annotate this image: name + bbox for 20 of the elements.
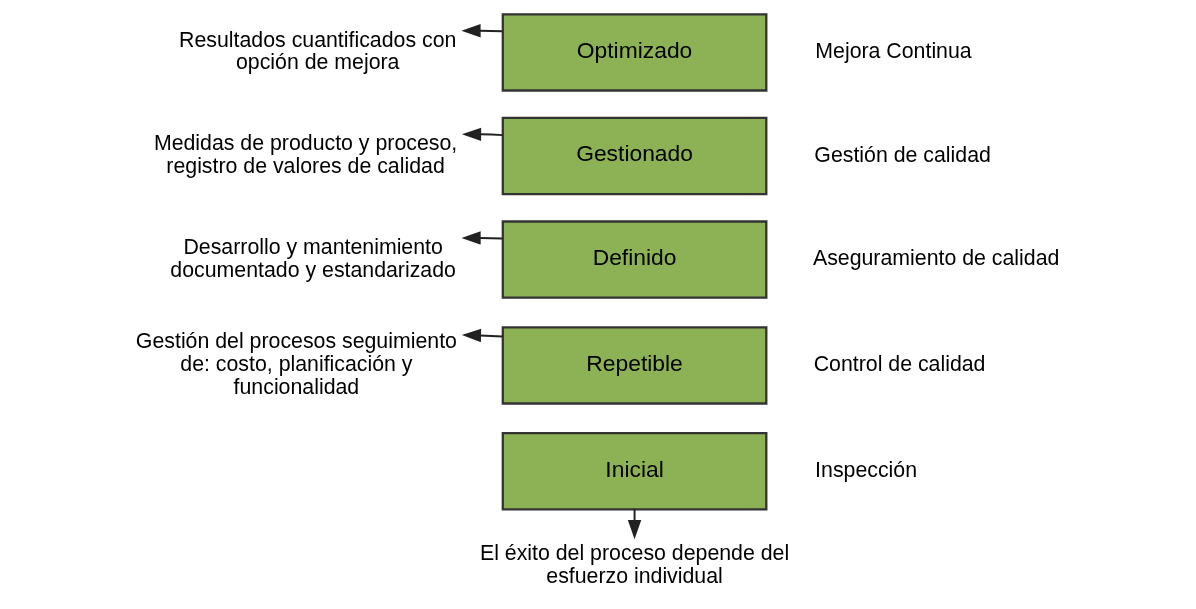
node-box: Gestionado bbox=[501, 116, 768, 196]
node-text: Medidas de producto y proceso, registro de valores de calidad bbox=[153, 131, 458, 179]
node-label: Control de calidad bbox=[813, 352, 986, 377]
node-box: Optimizado bbox=[501, 13, 768, 92]
arrow bbox=[461, 328, 504, 343]
node-label: Inspección bbox=[815, 457, 918, 482]
node-box: Inicial bbox=[501, 432, 768, 511]
node-label: Mejora Continua bbox=[815, 39, 972, 64]
arrow bbox=[627, 508, 642, 540]
node-text: Gestión del procesos seguimiento de: costo, planificación y funcionalidad bbox=[135, 329, 457, 399]
arrow bbox=[461, 127, 504, 142]
node-text: El éxito del proceso depende del esfuerzo individual bbox=[479, 540, 790, 588]
node-label: Aseguramiento de calidad bbox=[812, 246, 1060, 271]
node-label: Gestión de calidad bbox=[814, 142, 991, 167]
node-box: Definido bbox=[501, 220, 768, 299]
arrow bbox=[461, 231, 504, 245]
arrow bbox=[461, 24, 504, 38]
node-box: Repetible bbox=[501, 326, 768, 405]
node-text: Resultados cuantificados con opción de mejora bbox=[179, 27, 457, 75]
node-text: Desarrollo y mantenimiento documentado y estandarizado bbox=[170, 234, 456, 282]
